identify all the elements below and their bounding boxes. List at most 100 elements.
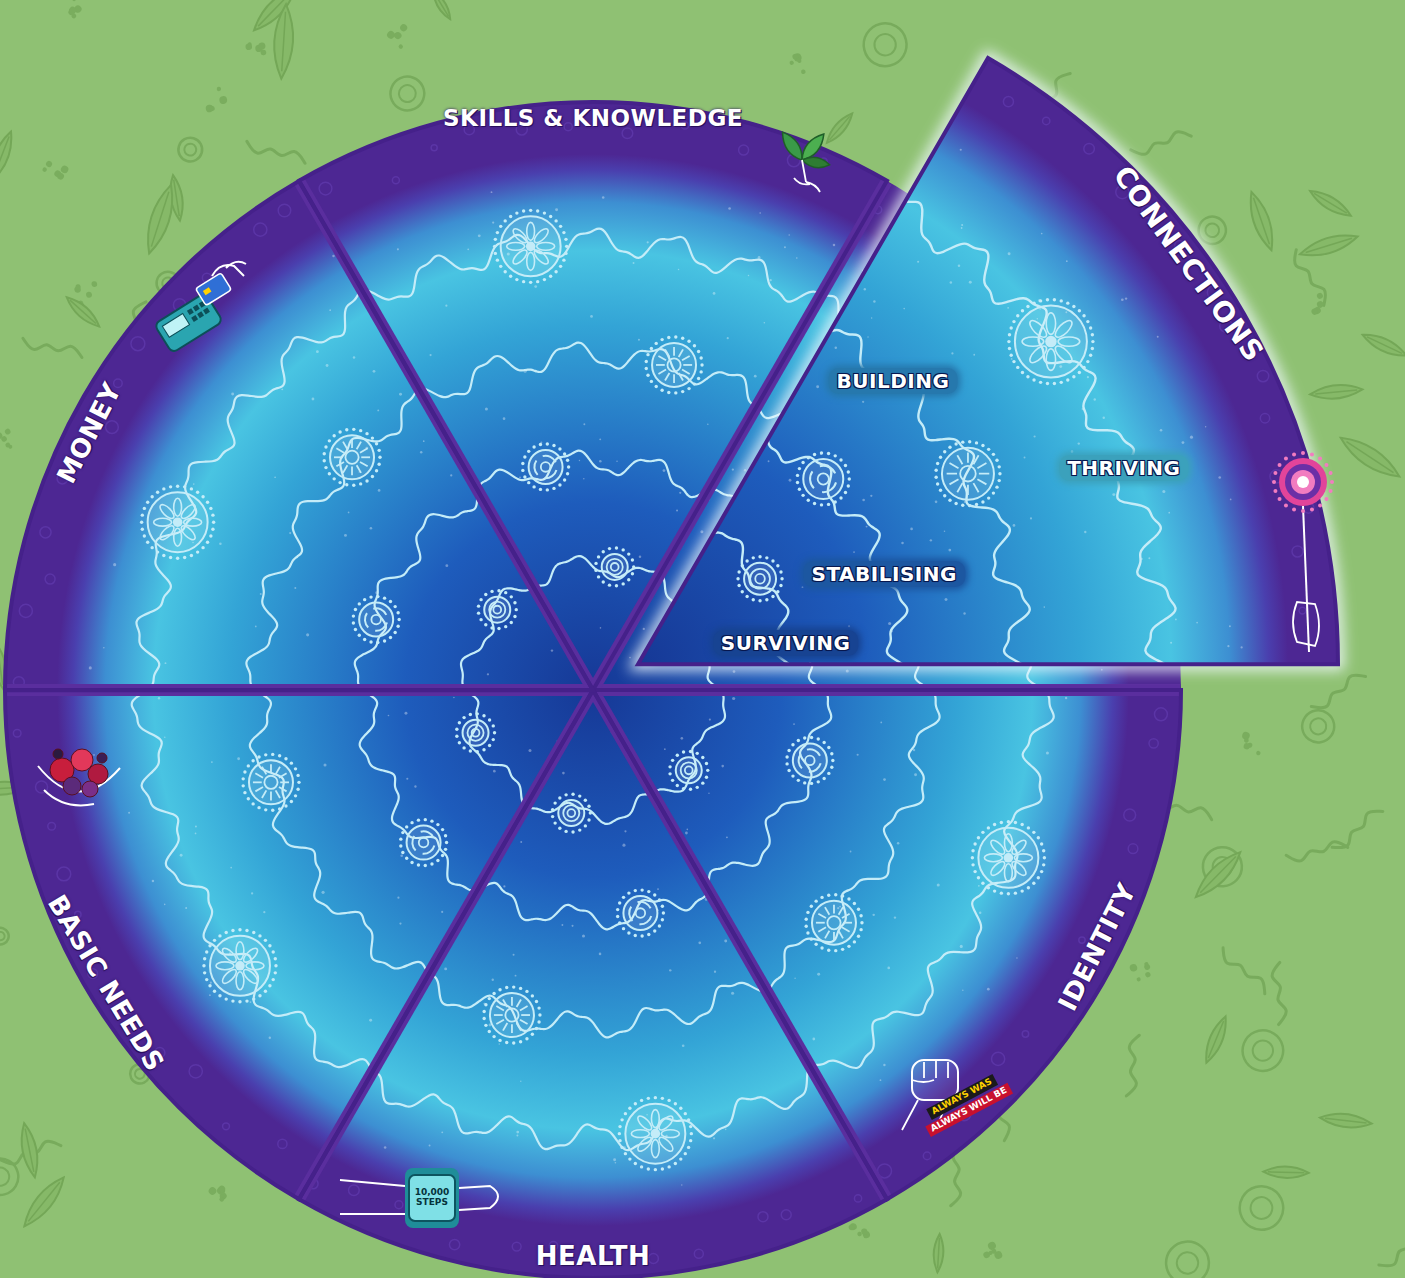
- art-circle: [633, 262, 635, 264]
- art-line: [360, 462, 368, 466]
- art-circle: [658, 898, 661, 901]
- art-circle: [1087, 376, 1089, 378]
- art-rect: [203, 308, 210, 315]
- art-circle: [401, 851, 404, 854]
- art-circle: [498, 1039, 501, 1042]
- art-circle: [758, 256, 761, 259]
- art-circle: [594, 569, 597, 572]
- art-circle: [827, 949, 830, 952]
- art-circle: [681, 1184, 682, 1185]
- art-circle: [378, 456, 381, 459]
- art-circle: [396, 82, 418, 104]
- art-circle: [354, 608, 357, 611]
- art-circle: [1046, 752, 1049, 755]
- art-circle: [1007, 820, 1010, 823]
- art-circle: [1310, 452, 1314, 456]
- art-circle: [206, 500, 209, 503]
- art-circle: [231, 929, 234, 932]
- art-circle: [785, 762, 788, 765]
- art-circle: [354, 628, 357, 631]
- art-circle: [913, 749, 915, 751]
- art-line: [973, 455, 978, 464]
- art-circle: [611, 731, 613, 733]
- art-circle: [203, 971, 206, 974]
- art-circle: [914, 773, 917, 776]
- art-circle: [787, 769, 790, 772]
- art-rect: [409, 1175, 455, 1221]
- art-circle: [543, 278, 546, 281]
- art-circle: [1144, 971, 1151, 978]
- art-circle: [636, 908, 646, 918]
- art-circle: [369, 1019, 372, 1022]
- art-circle: [796, 257, 798, 259]
- art-line: [682, 356, 690, 360]
- art-line: [658, 370, 666, 374]
- art-circle: [923, 1152, 931, 1160]
- art-circle: [1125, 297, 1127, 299]
- art-circle: [469, 749, 472, 752]
- art-circle: [1032, 378, 1035, 381]
- art-circle: [73, 4, 83, 14]
- art-path: [1244, 189, 1279, 252]
- art-circle: [436, 859, 439, 862]
- art-circle: [209, 534, 212, 537]
- art-circle: [820, 896, 823, 899]
- art-path: [822, 482, 836, 492]
- art-circle: [827, 772, 830, 775]
- art-circle: [203, 957, 206, 960]
- art-circle: [515, 211, 518, 214]
- art-circle: [1004, 853, 1014, 863]
- art-circle: [146, 500, 149, 503]
- art-circle: [316, 350, 319, 353]
- art-line: [276, 767, 280, 775]
- art-circle: [954, 502, 957, 505]
- art-circle: [699, 356, 702, 359]
- art-circle: [0, 1155, 22, 1199]
- pattern-motif: [176, 135, 205, 164]
- art-circle: [624, 1152, 627, 1155]
- art-circle: [1043, 117, 1050, 124]
- art-rect: [405, 1168, 459, 1228]
- art-circle: [1232, 1178, 1291, 1237]
- outer-band: [638, 58, 1338, 664]
- dot-motif: [796, 451, 851, 506]
- art-circle: [816, 385, 819, 388]
- art-circle: [264, 939, 267, 942]
- art-circle: [516, 1131, 519, 1134]
- art-circle: [503, 270, 506, 273]
- art-circle: [801, 461, 804, 464]
- art-circle: [247, 764, 250, 767]
- art-circle: [274, 971, 277, 974]
- art-circle: [1016, 365, 1019, 368]
- art-circle: [741, 564, 744, 567]
- art-circle: [68, 5, 78, 15]
- art-line: [818, 927, 826, 931]
- art-circle: [1176, 1251, 1199, 1274]
- art-line: [336, 448, 344, 452]
- art-circle: [689, 1125, 692, 1128]
- art-circle: [1310, 307, 1318, 315]
- pattern-motif: [0, 925, 11, 947]
- art-circle: [917, 260, 919, 262]
- art-circle: [1316, 300, 1325, 309]
- art-circle: [658, 924, 661, 927]
- art-circle: [1089, 326, 1092, 329]
- art-circle: [640, 1165, 643, 1168]
- art-circle: [631, 572, 634, 575]
- art-circle: [5, 442, 11, 448]
- art-line: [351, 439, 353, 448]
- art-circle: [797, 779, 800, 782]
- pattern-motif: [245, 141, 306, 163]
- art-circle: [189, 1065, 202, 1078]
- pattern-motif: [1129, 959, 1154, 983]
- art-line: [947, 473, 957, 475]
- art-circle: [618, 1132, 621, 1135]
- art-circle: [70, 13, 77, 20]
- art-path: [1311, 665, 1365, 718]
- art-g: [299, 690, 887, 1278]
- art-circle: [98, 754, 99, 755]
- art-circle: [942, 447, 994, 499]
- art-rect: [195, 273, 231, 306]
- art-circle: [803, 736, 806, 739]
- pattern-motif: [18, 1172, 70, 1231]
